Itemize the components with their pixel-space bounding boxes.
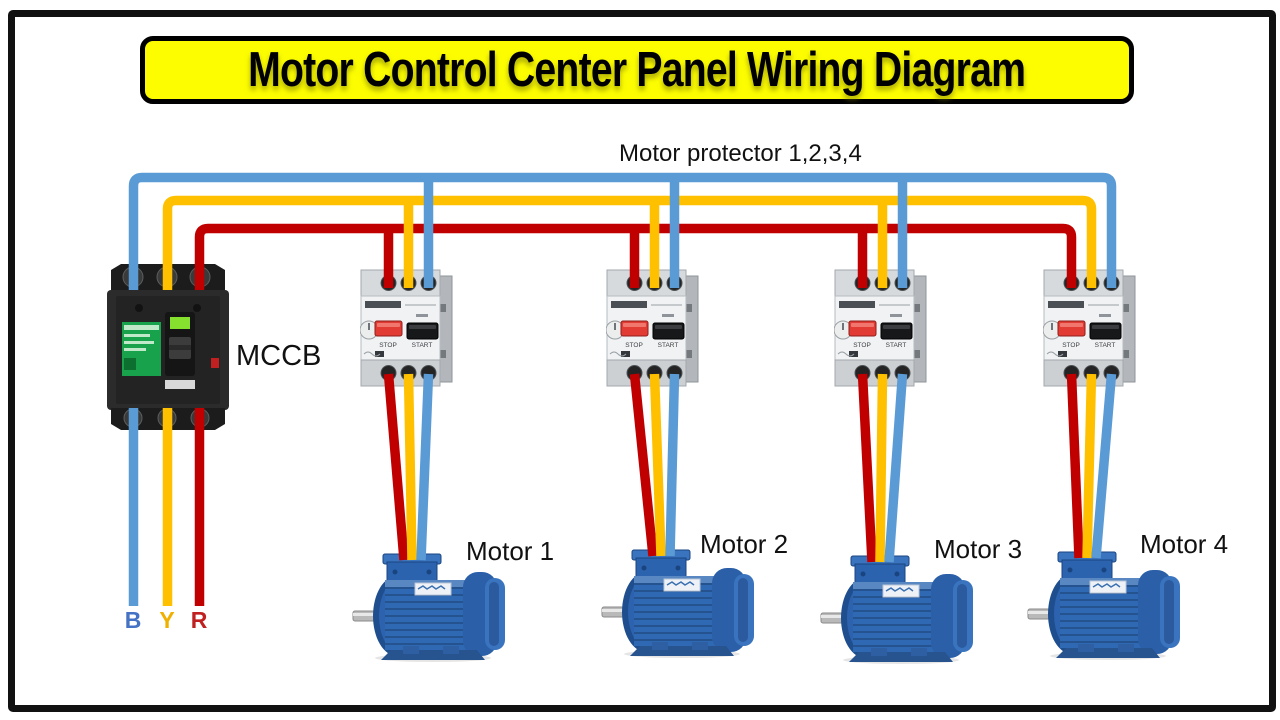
phase-y-label: Y <box>159 607 175 633</box>
red-phase-wires <box>194 223 1084 606</box>
red-feed-motor-1 <box>383 373 409 561</box>
yellow-phase-wires <box>162 195 1097 606</box>
yellow-feed-motor-3 <box>875 373 888 563</box>
motor-protector-group-label: Motor protector 1,2,3,4 <box>619 140 862 167</box>
red-feed-motor-4 <box>1066 373 1084 559</box>
red-feed-motor-2 <box>629 373 658 557</box>
diagram-title: Motor Control Center Panel Wiring Diagra… <box>248 43 1026 97</box>
title-banner: Motor Control Center Panel Wiring Diagra… <box>140 36 1134 104</box>
blue-phase-wires <box>128 172 1117 606</box>
blue-phase-bus-wire <box>128 172 1117 290</box>
blue-feed-motor-2 <box>665 373 680 557</box>
blue-feed-motor-3 <box>884 373 908 563</box>
phase-b-label: B <box>124 607 142 633</box>
motor-3-label: Motor 3 <box>934 534 1023 564</box>
motor-4-label: Motor 4 <box>1140 529 1229 559</box>
blue-feed-motor-4 <box>1091 373 1117 559</box>
mccb-label: MCCB <box>236 340 322 372</box>
motor-2-label: Motor 2 <box>700 529 789 559</box>
blue-feed-motor-1 <box>416 373 434 561</box>
red-feed-motor-3 <box>857 373 877 563</box>
yellow-feed-motor-4 <box>1082 373 1097 559</box>
yellow-feed-motor-1 <box>403 373 417 561</box>
phase-r-label: R <box>190 607 208 633</box>
yellow-phase-bus-wire <box>162 195 1097 290</box>
motor-1-label: Motor 1 <box>466 536 555 566</box>
yellow-feed-motor-2 <box>649 373 666 557</box>
